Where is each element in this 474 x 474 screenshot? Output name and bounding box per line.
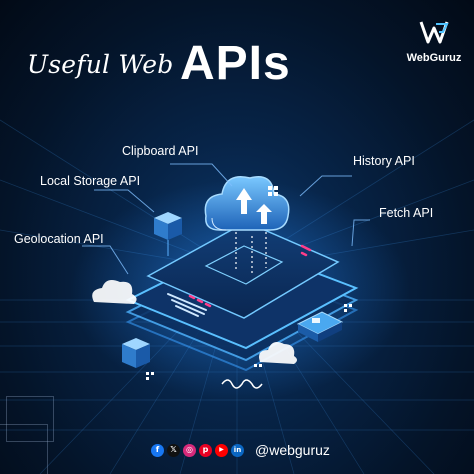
label-fetch-api: Fetch API	[379, 206, 434, 220]
platform-stack	[125, 221, 359, 372]
cloud-upload	[204, 176, 290, 276]
label-local-storage-api: Local Storage API	[40, 174, 141, 188]
device-right	[296, 311, 344, 342]
cloud-outline-right	[259, 342, 297, 364]
facebook-icon[interactable]: f	[151, 443, 164, 457]
youtube-icon[interactable]: ▶	[215, 443, 228, 457]
x-icon[interactable]: 𝕏	[167, 443, 180, 457]
brand-logo: WebGuruz	[404, 18, 464, 74]
instagram-icon[interactable]: ◎	[183, 443, 196, 457]
social-handle[interactable]: @webguruz	[255, 442, 330, 458]
decor-square	[0, 424, 48, 474]
footer-social: f 𝕏 ◎ p ▶ in @webguruz	[151, 441, 330, 459]
label-history-api: History API	[353, 154, 415, 168]
linkedin-icon[interactable]: in	[231, 443, 244, 457]
cloud-outline-left	[92, 280, 137, 304]
brand-name: WebGuruz	[406, 52, 462, 64]
server-cube-left	[154, 212, 182, 256]
title-script: Useful Web	[27, 50, 174, 79]
label-clipboard-api: Clipboard API	[122, 144, 199, 158]
server-cube-bottom	[122, 338, 154, 380]
pinterest-icon[interactable]: p	[199, 443, 212, 457]
decor-square	[6, 396, 54, 442]
title-apis: APIs	[180, 37, 291, 90]
label-geolocation-api: Geolocation API	[14, 232, 104, 246]
webguruz-logo-icon	[419, 21, 449, 44]
